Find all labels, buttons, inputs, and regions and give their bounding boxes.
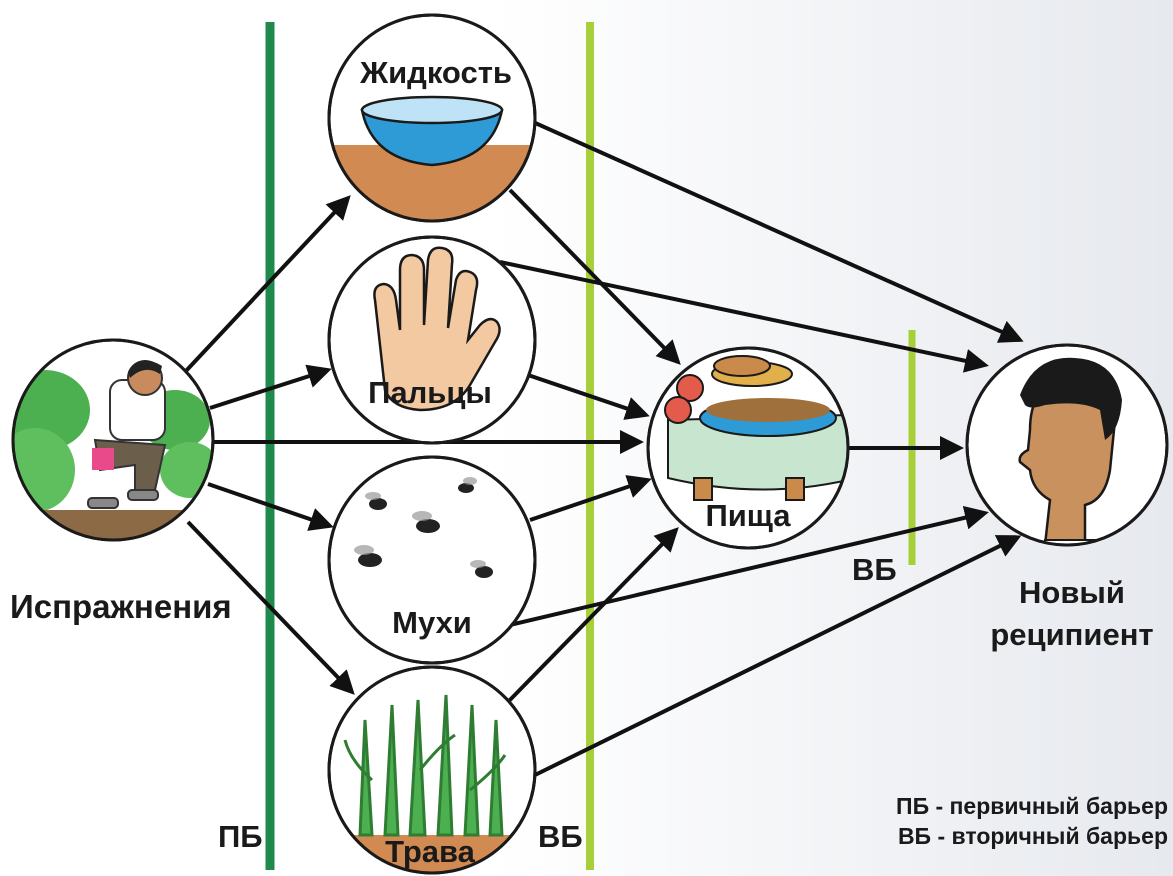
food-node: Пища [646,346,850,550]
recipient-node [965,343,1169,547]
source-label: Испражнения [10,588,232,625]
recipient-label-line2: реципиент [990,617,1153,652]
secondary-barrier-label: ВБ [538,819,583,854]
fingers-label: Пальцы [368,375,492,410]
flies-node: Мухи [327,455,537,665]
liquid-node: Жидкость [327,13,537,223]
arrows [183,120,1024,777]
grass-node: Трава [327,665,537,875]
hand-icon [373,246,501,412]
arrow-flies-recipient [496,505,989,630]
food-table-icon [664,355,848,501]
arrow-liquid-food [508,188,681,365]
arrow-fingers-recipient [499,260,989,373]
recipient-label-line1: Новый [1019,575,1125,610]
arrow-source-fingers [209,364,332,410]
flies-label: Мухи [392,605,472,640]
person-head-icon [1018,357,1122,545]
primary-barrier-label: ПБ [218,819,263,854]
arrow-source-flies [207,482,334,531]
arrow-liquid-recipient [532,120,1024,343]
arrow-grass-food [503,527,679,707]
arrow-flies-food [529,475,652,522]
liquid-label: Жидкость [359,55,512,90]
grass-label: Трава [385,834,476,869]
legend-secondary: ВБ - вторичный барьер [898,823,1168,849]
fly-icon [354,477,493,578]
arrow-fingers-food [527,373,650,420]
arrow-grass-recipient [534,535,1022,777]
legend-primary: ПБ - первичный барьер [896,793,1168,819]
secondary-barrier-label-right: ВБ [852,552,897,587]
arrow-source-liquid [183,195,351,374]
arrow-source-grass [186,520,355,695]
fingers-node: Пальцы [327,235,537,445]
food-label: Пища [705,498,791,533]
